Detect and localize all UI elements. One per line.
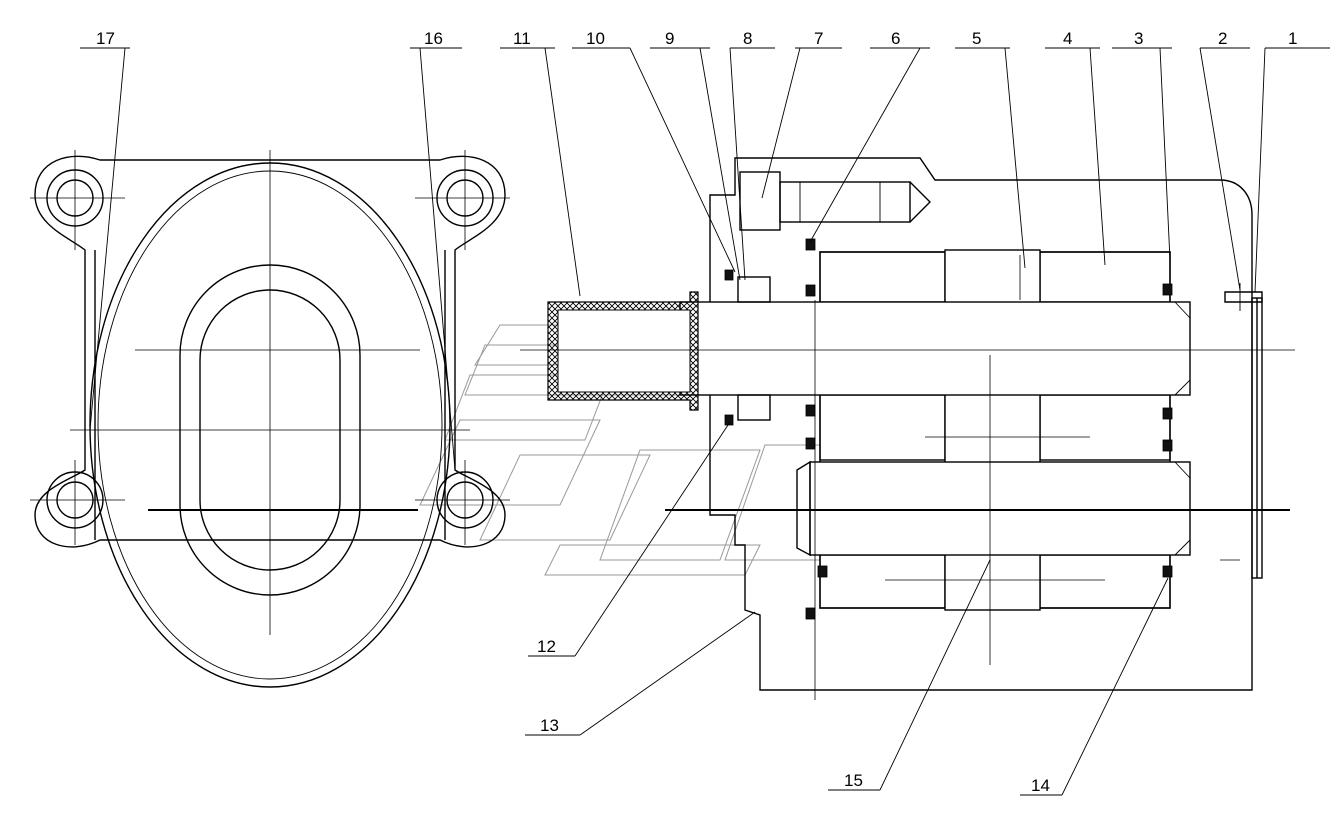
callout-13: 13 <box>540 716 559 735</box>
callout-8: 8 <box>743 29 752 48</box>
leader-lines <box>80 47 1330 796</box>
end-view <box>30 150 510 688</box>
callout-6: 6 <box>891 29 900 48</box>
callout-1: 1 <box>1288 29 1297 48</box>
callout-5: 5 <box>972 29 981 48</box>
section-view <box>520 157 1295 700</box>
callout-11: 11 <box>513 29 531 48</box>
callout-16: 16 <box>424 29 443 48</box>
callout-15: 15 <box>844 771 863 790</box>
callout-12: 12 <box>537 637 556 656</box>
callout-9: 9 <box>665 29 674 48</box>
callout-17: 17 <box>96 29 115 48</box>
callouts: 1 2 3 4 5 6 7 8 9 10 11 12 13 14 15 16 1… <box>96 29 1297 795</box>
callout-7: 7 <box>814 29 823 48</box>
callout-4: 4 <box>1063 29 1072 48</box>
callout-14: 14 <box>1031 776 1050 795</box>
callout-2: 2 <box>1218 29 1227 48</box>
callout-3: 3 <box>1134 29 1143 48</box>
callout-10: 10 <box>586 29 605 48</box>
